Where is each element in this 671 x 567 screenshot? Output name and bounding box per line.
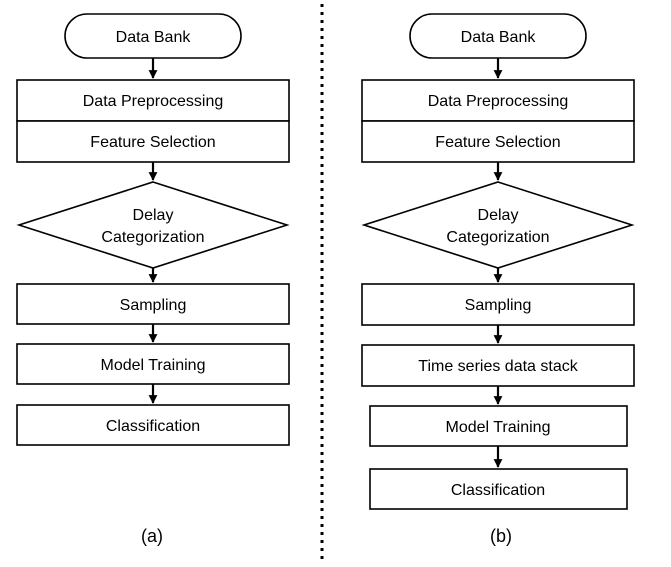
- decision-line2-a: Categorization: [101, 229, 204, 246]
- model-training-label-a: Model Training: [101, 357, 206, 374]
- classification-label-b: Classification: [451, 482, 545, 499]
- feature-selection-label-a: Feature Selection: [90, 134, 215, 151]
- classification-box-a: [16, 404, 290, 446]
- delay-categorization-decision-a: [16, 181, 290, 269]
- classification-label-a: Classification: [106, 418, 200, 435]
- preprocessing-box-a: [16, 79, 290, 122]
- model-training-box-a: [16, 343, 290, 385]
- sampling-box-b: [361, 283, 635, 326]
- model-training-box-b: [369, 405, 628, 447]
- preprocessing-label-b: Data Preprocessing: [428, 93, 569, 110]
- caption-b: (b): [490, 526, 512, 546]
- decision-line2-b: Categorization: [446, 229, 549, 246]
- flowchart-b: Data Bank Data Preprocessing Feature Sel…: [361, 13, 635, 546]
- preprocessing-label-a: Data Preprocessing: [83, 93, 224, 110]
- feature-selection-box-b: [361, 120, 635, 163]
- preprocessing-box-b: [361, 79, 635, 122]
- decision-line1-b: Delay: [478, 207, 519, 224]
- data-bank-label-b: Data Bank: [461, 29, 537, 46]
- feature-selection-label-b: Feature Selection: [435, 134, 560, 151]
- classification-box-b: [369, 468, 628, 510]
- flowchart-a: Data Bank Data Preprocessing Feature Sel…: [16, 13, 290, 546]
- time-series-stack-label-b: Time series data stack: [418, 358, 578, 375]
- decision-line1-a: Delay: [133, 207, 174, 224]
- caption-a: (a): [141, 526, 163, 546]
- data-bank-label-a: Data Bank: [116, 29, 192, 46]
- sampling-label-b: Sampling: [465, 297, 532, 314]
- time-series-stack-box-b: [361, 344, 635, 387]
- model-training-label-b: Model Training: [446, 419, 551, 436]
- sampling-label-a: Sampling: [120, 297, 187, 314]
- delay-categorization-decision-b: [361, 181, 635, 269]
- sampling-box-a: [16, 283, 290, 325]
